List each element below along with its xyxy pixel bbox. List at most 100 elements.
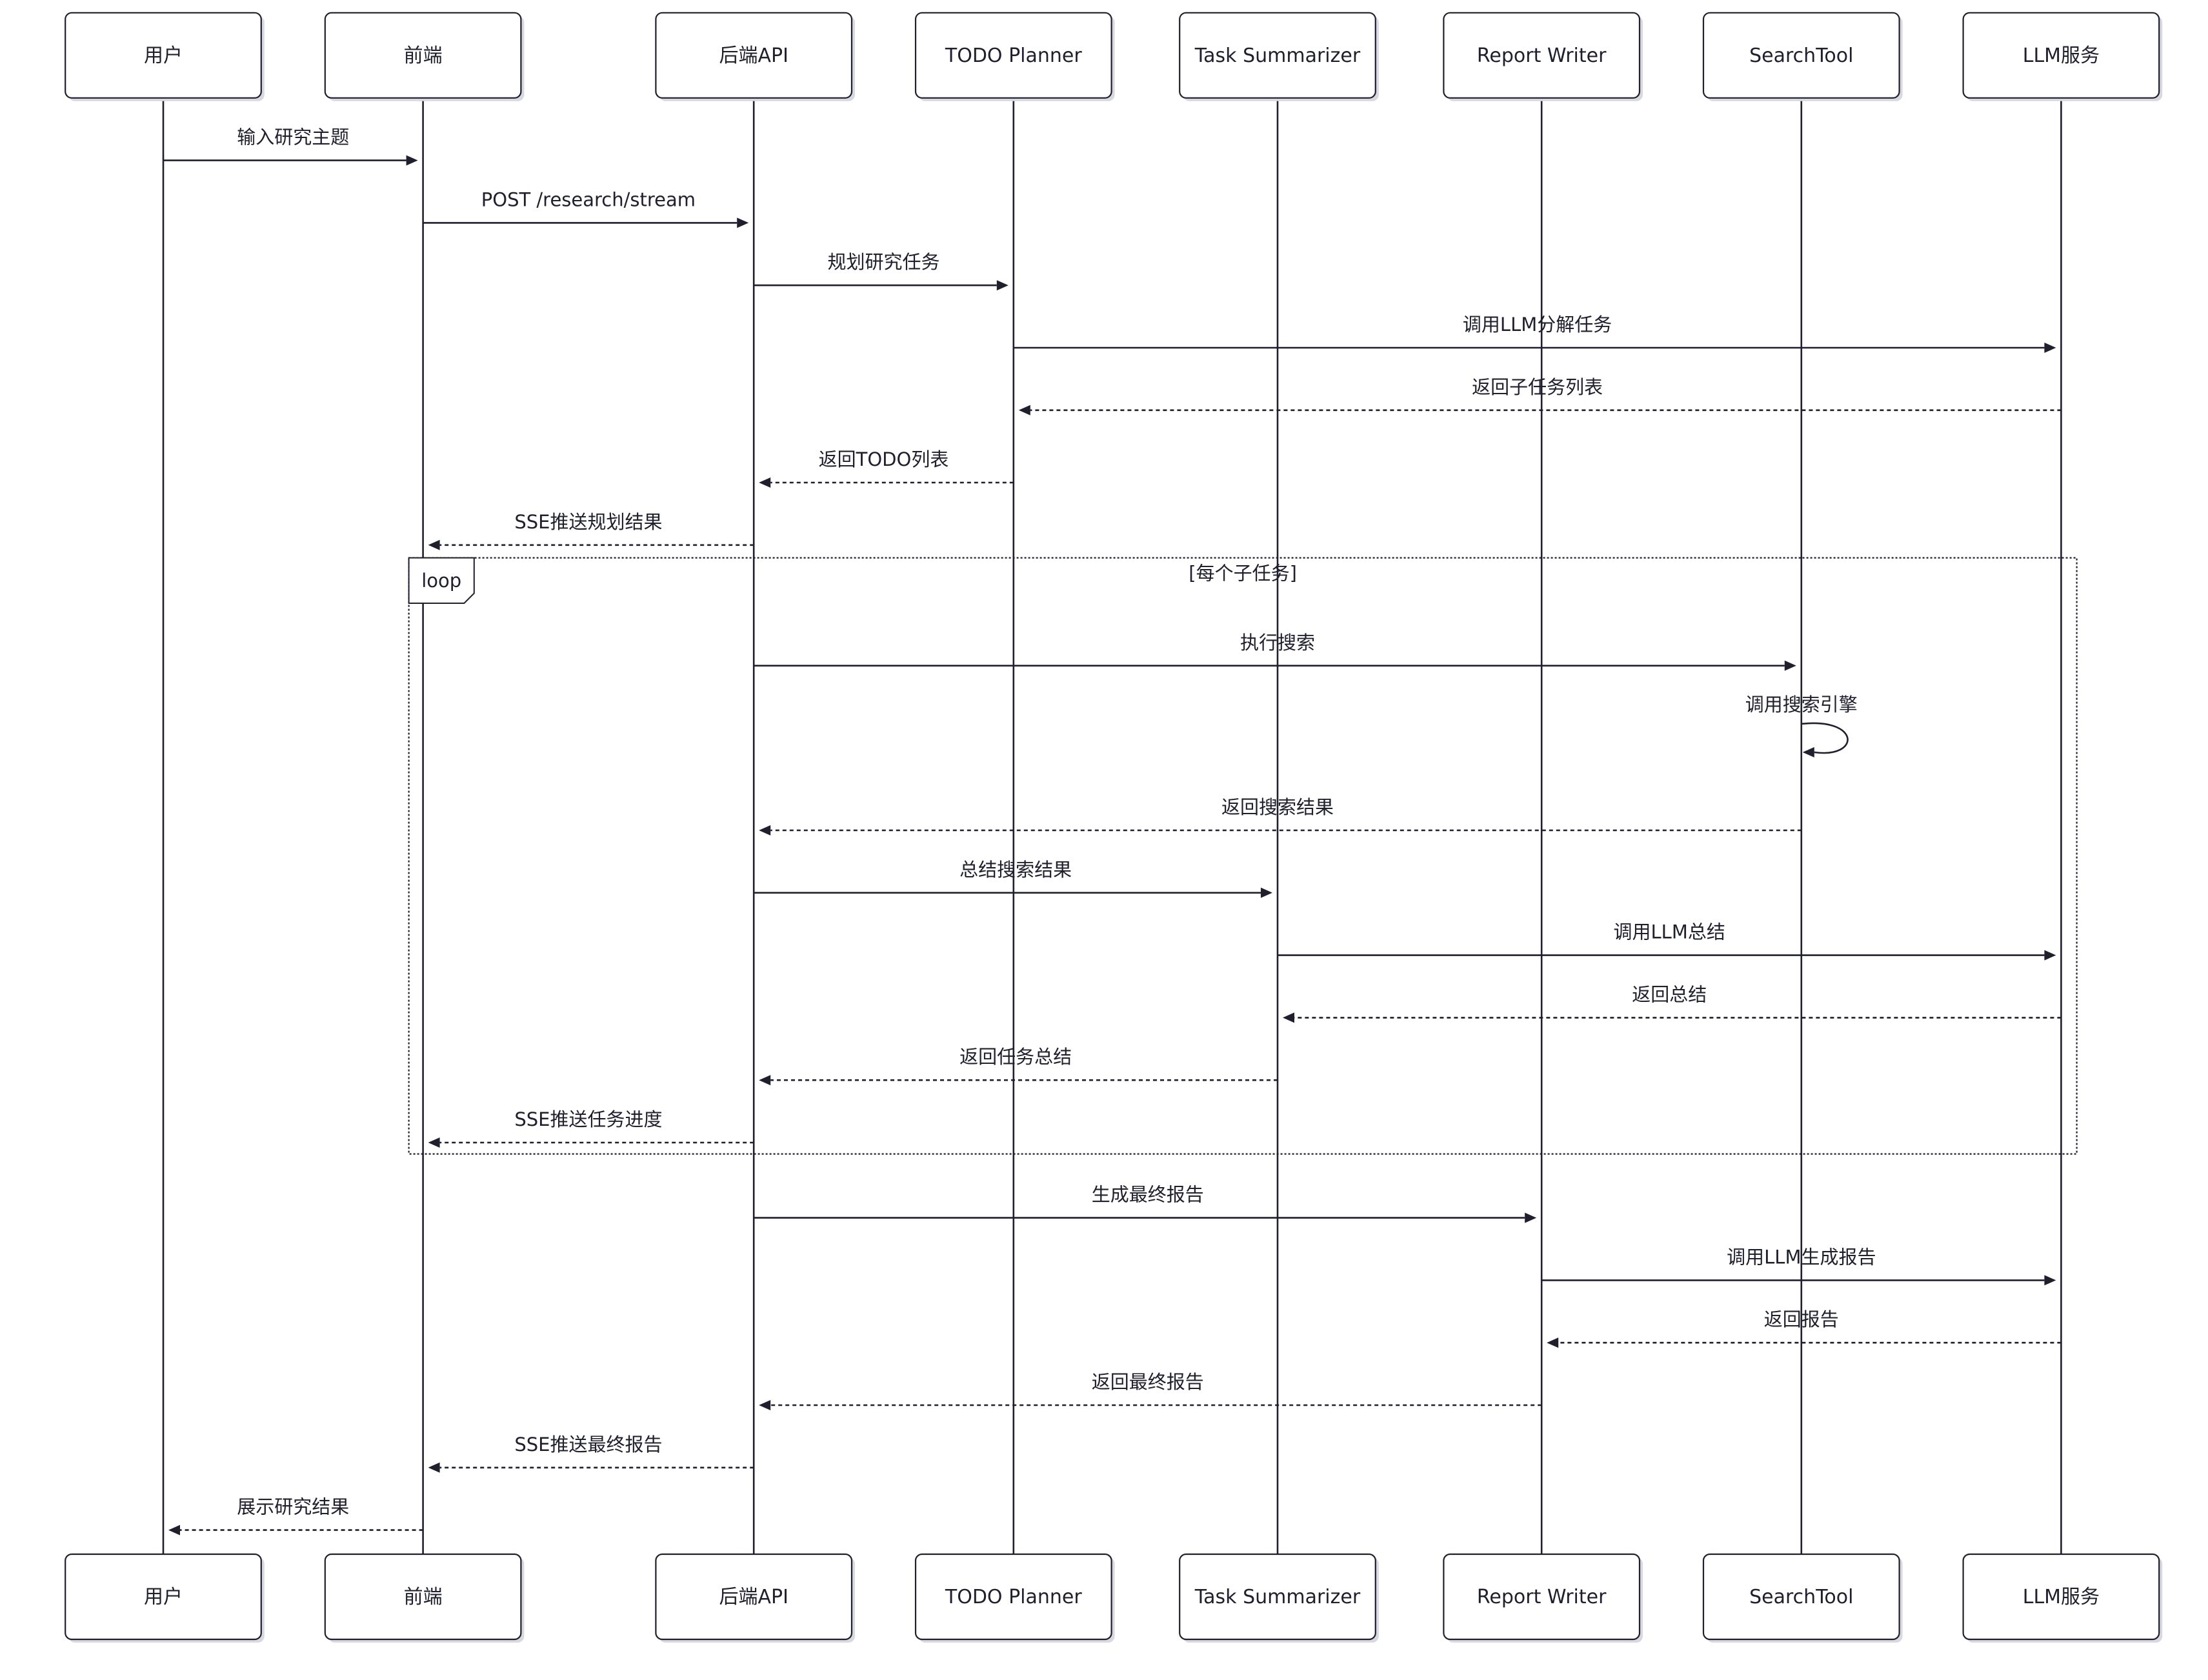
actor-writer-top: Report Writer <box>1443 12 1643 101</box>
arrowhead <box>1283 1012 1294 1023</box>
message-17: 调用LLM生成报告 <box>1541 1246 2056 1286</box>
message-7: SSE推送规划结果 <box>428 511 754 550</box>
actor-user-bottom: 用户 <box>65 1553 265 1643</box>
message-label: 输入研究主题 <box>237 126 349 148</box>
message-label: SSE推送最终报告 <box>514 1434 662 1455</box>
arrowhead <box>428 1462 440 1473</box>
actor-planner-top: TODO Planner <box>914 12 1115 101</box>
loop-condition: [每个子任务] <box>1189 563 1297 585</box>
actor-summarizer-top: Task Summarizer <box>1179 12 1379 101</box>
message-2: POST /research/stream <box>423 188 749 228</box>
message-label: 生成最终报告 <box>1092 1184 1204 1206</box>
message-10: 返回搜索结果 <box>759 796 1802 835</box>
message-11: 总结搜索结果 <box>754 859 1272 898</box>
actor-label: 后端API <box>719 1586 788 1608</box>
message-label: 调用LLM分解任务 <box>1463 314 1612 335</box>
actor-search-top: SearchTool <box>1702 12 1903 101</box>
actor-label: 后端API <box>719 45 788 67</box>
actor-box <box>324 12 522 99</box>
message-label: 返回最终报告 <box>1092 1371 1204 1393</box>
actor-label: TODO Planner <box>945 45 1082 67</box>
actor-box <box>1179 1553 1376 1641</box>
actor-label: 前端 <box>404 1586 443 1608</box>
message-16: 生成最终报告 <box>754 1184 1537 1223</box>
loop-frame: loop [每个子任务] <box>408 557 2078 1155</box>
arrowhead <box>759 1075 771 1086</box>
message-label: 执行搜索 <box>1240 632 1315 654</box>
actor-box <box>1179 12 1376 99</box>
arrowhead <box>2044 343 2056 353</box>
arrowhead <box>759 825 771 835</box>
actor-label: LLM服务 <box>2023 45 2100 67</box>
arrowhead <box>1547 1337 1559 1348</box>
actor-writer-bottom: Report Writer <box>1443 1553 1643 1643</box>
actor-label: 用户 <box>144 1586 183 1608</box>
arrowhead <box>168 1525 180 1535</box>
message-label: 返回子任务列表 <box>1472 376 1603 398</box>
message-3: 规划研究任务 <box>754 251 1009 291</box>
actor-box <box>655 1553 853 1641</box>
message-label: 规划研究任务 <box>827 251 939 273</box>
arrowhead <box>428 1137 440 1148</box>
arrowhead <box>1261 887 1272 898</box>
actor-label: LLM服务 <box>2023 1586 2100 1608</box>
message-label: 返回总结 <box>1632 983 1707 1005</box>
self-loop-arrow <box>1801 722 1849 754</box>
arrowhead <box>737 217 749 228</box>
actor-box <box>1443 12 1641 99</box>
arrowhead <box>1525 1212 1537 1223</box>
actor-box <box>1962 1553 2160 1641</box>
loop-label: loop <box>421 570 461 592</box>
actor-box <box>1702 12 1900 99</box>
arrowhead <box>1018 405 1030 415</box>
message-label: 返回报告 <box>1764 1308 1839 1330</box>
actor-box <box>914 12 1112 99</box>
actor-frontend-bottom: 前端 <box>324 1553 525 1643</box>
actor-label: 前端 <box>404 45 443 67</box>
arrowhead <box>996 280 1009 291</box>
actor-frontend-top: 前端 <box>324 12 525 101</box>
actor-label: Task Summarizer <box>1194 1586 1361 1608</box>
actor-label: Task Summarizer <box>1194 45 1361 67</box>
actor-backend-top: 后端API <box>655 12 855 101</box>
message-label: 总结搜索结果 <box>959 859 1072 881</box>
message-21: 展示研究结果 <box>168 1496 423 1535</box>
arrowhead <box>406 155 418 166</box>
actor-user-top: 用户 <box>65 12 265 101</box>
actor-search-bottom: SearchTool <box>1702 1553 1903 1643</box>
message-14: 返回任务总结 <box>759 1046 1278 1086</box>
message-19: 返回最终报告 <box>759 1371 1542 1410</box>
actor-llm-top: LLM服务 <box>1962 12 2163 101</box>
actor-label: TODO Planner <box>945 1586 1082 1608</box>
message-1: 输入研究主题 <box>163 126 418 166</box>
message-label: POST /research/stream <box>481 188 696 210</box>
message-8: 执行搜索 <box>754 632 1796 671</box>
message-12: 调用LLM总结 <box>1278 921 2056 961</box>
message-18: 返回报告 <box>1547 1308 2062 1348</box>
message-5: 返回子任务列表 <box>1018 376 2062 415</box>
message-6: 返回TODO列表 <box>759 448 1014 488</box>
actor-box <box>324 1553 522 1641</box>
actor-summarizer-bottom: Task Summarizer <box>1179 1553 1379 1643</box>
message-label: SSE推送任务进度 <box>514 1108 662 1130</box>
actor-label: 用户 <box>144 45 183 67</box>
arrowhead <box>1784 660 1796 671</box>
message-4: 调用LLM分解任务 <box>1013 314 2056 353</box>
loop-tag <box>408 557 475 604</box>
arrowhead <box>2044 950 2056 961</box>
actor-box <box>914 1553 1112 1641</box>
actor-box <box>655 12 853 99</box>
message-label: 返回搜索结果 <box>1221 796 1334 818</box>
actor-label: Report Writer <box>1477 1586 1607 1608</box>
actor-planner-bottom: TODO Planner <box>914 1553 1115 1643</box>
actor-label: SearchTool <box>1749 45 1853 67</box>
message-15: SSE推送任务进度 <box>428 1108 754 1148</box>
actor-label: SearchTool <box>1749 1586 1853 1608</box>
arrowhead <box>2044 1275 2056 1286</box>
message-label: 调用LLM生成报告 <box>1727 1246 1876 1268</box>
message-label: 展示研究结果 <box>237 1496 349 1518</box>
message-label: 返回TODO列表 <box>819 448 949 470</box>
arrowhead <box>759 1400 771 1410</box>
message-label: SSE推送规划结果 <box>514 511 662 533</box>
actor-label: Report Writer <box>1477 45 1607 67</box>
